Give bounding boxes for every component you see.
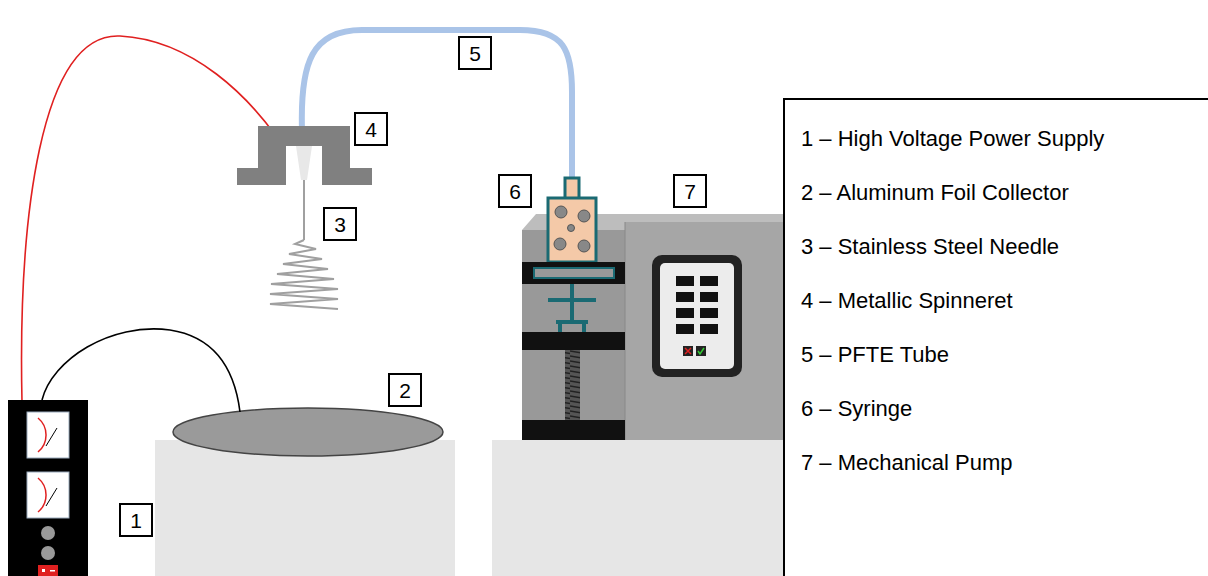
callout-number: 1 [130, 510, 142, 531]
polymer-jet [270, 240, 338, 309]
key-entry: 6 – Syringe [801, 396, 912, 422]
callout-number: 2 [399, 380, 411, 401]
callout-box: 6 [498, 174, 532, 208]
mechanical-pump [522, 214, 785, 440]
syringe [522, 178, 625, 440]
collector-stand [155, 440, 455, 576]
callout-number: 4 [365, 119, 377, 140]
callout-number: 3 [334, 214, 346, 235]
key-entry: 2 – Aluminum Foil Collector [801, 180, 1069, 206]
key-entry: 3 – Stainless Steel Needle [801, 234, 1059, 260]
callout-number: 6 [509, 181, 521, 202]
ground-wire [42, 329, 240, 412]
callout-number: 5 [469, 43, 481, 64]
callout-number: 7 [684, 181, 696, 202]
pump-stand [492, 440, 785, 576]
key-entry: 7 – Mechanical Pump [801, 450, 1013, 476]
power-supply [8, 400, 88, 576]
key-entry: 5 – PFTE Tube [801, 342, 949, 368]
callout-box: 5 [458, 36, 492, 70]
callout-box: 7 [673, 174, 707, 208]
callout-box: 4 [354, 112, 388, 146]
key-entry: 4 – Metallic Spinneret [801, 288, 1013, 314]
spinneret [237, 126, 372, 185]
needle-hub [296, 146, 312, 180]
key-entry: 1 – High Voltage Power Supply [801, 126, 1104, 152]
callout-box: 1 [119, 503, 153, 537]
aluminum-foil [173, 408, 443, 456]
callout-box: 2 [388, 373, 422, 407]
key-box: 1 – High Voltage Power Supply 2 – Aluminu… [783, 98, 1208, 576]
hv-wire [22, 36, 276, 402]
needle [303, 180, 305, 240]
callout-box: 3 [323, 207, 357, 241]
